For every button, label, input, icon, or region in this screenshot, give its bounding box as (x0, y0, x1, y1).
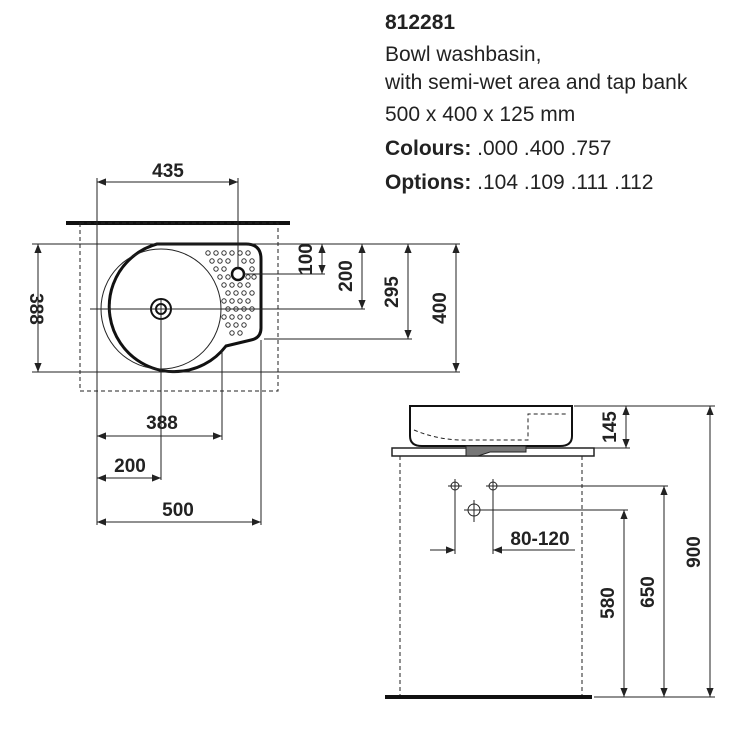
product-code: 812281 (385, 11, 456, 34)
colours-value: .000 .400 .757 (471, 137, 612, 160)
dim-295-label: 295 (382, 276, 403, 308)
basin-outline (107, 242, 263, 374)
cabinet-side-dashed (399, 455, 583, 697)
dim-900-label: 900 (684, 536, 705, 568)
colours-label: Colours: (385, 137, 472, 160)
drain-pipe (465, 445, 527, 457)
basin-side-profile (409, 405, 573, 447)
dim-650-label: 650 (638, 576, 659, 608)
basin-inner-dashed (413, 413, 568, 441)
options-label: Options: (385, 171, 472, 194)
dim-200-vertical-label: 200 (336, 260, 357, 292)
top-view: 435 388 100 200 295 400 388 200 500 (25, 161, 460, 526)
options-value: .104 .109 .111 .112 (471, 171, 654, 194)
colours-row: Colours: .000 .400 .757 (385, 138, 611, 159)
dim-388-horizontal-label: 388 (146, 413, 178, 434)
cabinet-outline-dashed (79, 222, 279, 392)
dim-388-vertical-label: 388 (25, 293, 46, 325)
product-size: 500 x 400 x 125 mm (385, 103, 576, 126)
dim-500-label: 500 (162, 500, 194, 521)
dim-80-120-label: 80-120 (510, 529, 569, 550)
dim-580-label: 580 (598, 587, 619, 619)
tap-hole (230, 266, 246, 282)
water-connection-left (448, 479, 462, 493)
water-connection-right (486, 479, 500, 493)
semi-wet-area-dots (205, 250, 257, 336)
dim-435-label: 435 (152, 161, 184, 182)
product-name-line2: with semi-wet area and tap bank (385, 71, 688, 94)
product-name-line1: Bowl washbasin, (385, 43, 542, 66)
dim-200-horizontal-label: 200 (114, 456, 146, 477)
side-view: 145 80-120 580 650 900 (385, 405, 715, 699)
dim-100-label: 100 (296, 243, 317, 275)
waste-connection (464, 500, 484, 522)
options-row: Options: .104 .109 .111 .112 (385, 172, 653, 193)
dim-145-label: 145 (600, 411, 621, 443)
dim-400-label: 400 (430, 292, 451, 324)
